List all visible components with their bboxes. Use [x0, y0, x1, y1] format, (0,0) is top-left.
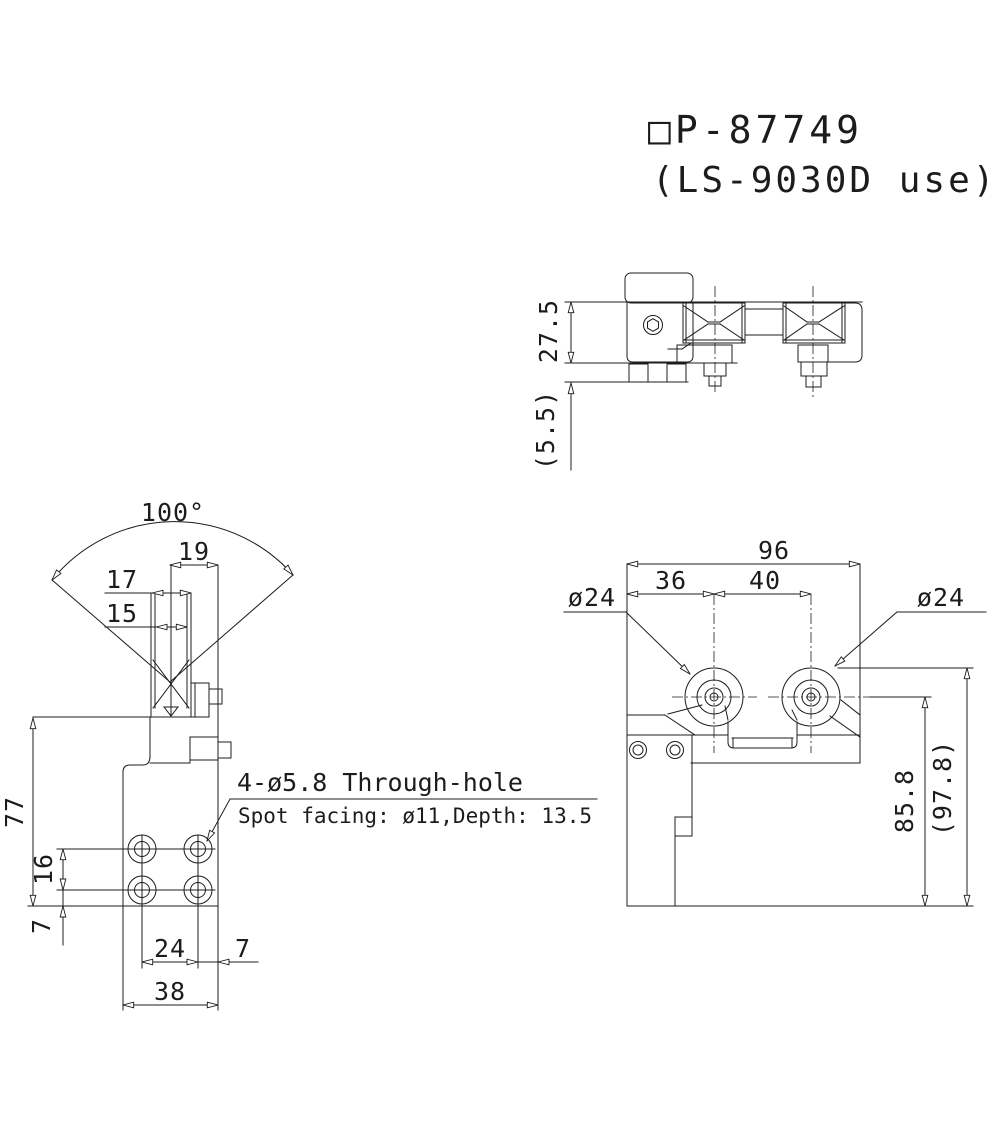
dim-left-to-roller-center: 36 [655, 566, 687, 595]
title-block: □P-87749 (LS-9030D use) [648, 108, 997, 201]
dim-foot-height: (5.5) [531, 390, 560, 470]
side-view-dimensions: 96 36 40 ø24 ø24 85.8 (97.8) [563, 536, 987, 906]
cable-channel [727, 721, 798, 749]
dim-hole-col-spacing: 24 [154, 934, 186, 963]
dim-base-width: 38 [154, 977, 186, 1006]
hex-bolt-head [647, 318, 659, 332]
hole-note: 4-ø5.8 Through-hole Spot facing: ø11,Dep… [207, 768, 598, 841]
side-view-outline [626, 563, 974, 907]
foot-left [628, 363, 649, 383]
dim-hole-bottom-offset: 7 [27, 918, 56, 934]
housing-cap [624, 272, 694, 304]
dim-overall-width: 96 [758, 536, 790, 565]
dim-roller-groove-width: 15 [106, 599, 138, 628]
note-leader [207, 798, 231, 841]
dim-body-height: 27.5 [534, 299, 563, 363]
roller-groove [152, 659, 190, 709]
dia-leader-left [625, 611, 690, 674]
hex-bolt [643, 315, 663, 335]
front-view: 100° [0, 498, 598, 1011]
dim-roller-center-spacing: 40 [749, 566, 781, 595]
roller-right-top [782, 302, 846, 344]
dim-hole-right-offset: 7 [235, 934, 251, 963]
dia-leader-right [835, 611, 898, 666]
front-view-dimensions: 19 17 15 77 16 7 24 7 38 [0, 537, 259, 1006]
roller-left-top [682, 302, 746, 344]
dim-roller-outer-width: 19 [178, 537, 210, 566]
socket-screw-left [629, 741, 647, 759]
bolt-right [800, 361, 828, 377]
side-view: 96 36 40 ø24 ø24 85.8 (97.8) [563, 536, 987, 907]
socket-screw-right [666, 741, 684, 759]
drawing-title-line2: (LS-9030D use) [652, 160, 997, 201]
pivot-knob [208, 688, 223, 705]
dim-overall-height: (97.8) [928, 740, 957, 836]
dim-hole-row-spacing: 16 [29, 853, 58, 885]
dim-body-height: 77 [0, 796, 29, 828]
top-view-outline [564, 272, 863, 398]
hole-note-line2: Spot facing: ø11,Depth: 13.5 [238, 804, 592, 828]
drawing-title-line1: □P-87749 [648, 108, 863, 152]
dim-roller-left-dia: ø24 [568, 583, 616, 612]
dim-swing-angle: 100° [141, 498, 205, 527]
body-block [626, 301, 694, 363]
side-knob [217, 741, 232, 759]
dim-base-to-roller-center: 85.8 [890, 769, 919, 833]
front-view-outline [27, 564, 232, 1011]
hole-note-line1: 4-ø5.8 Through-hole [237, 768, 523, 797]
step-notch [674, 816, 693, 837]
end-cap [829, 302, 863, 363]
dim-roller-right-dia: ø24 [917, 583, 965, 612]
foot-right [666, 363, 687, 383]
dim-roller-mid-width: 17 [106, 565, 138, 594]
swing-arc: 100° [52, 498, 293, 683]
top-view: 27.5 (5.5) [531, 272, 863, 471]
top-view-dimensions: 27.5 (5.5) [531, 299, 571, 471]
